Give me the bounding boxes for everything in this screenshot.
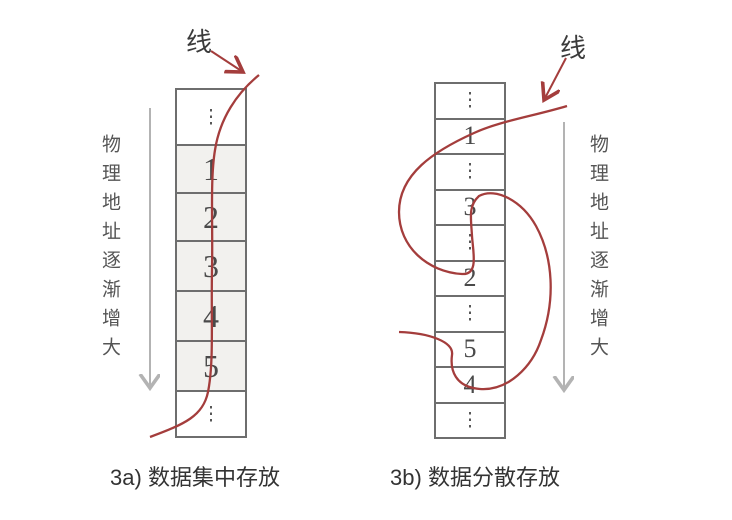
memory-cell-dots: ⋮: [175, 390, 247, 438]
caption-right: 3b) 数据分散存放: [390, 465, 560, 490]
wire-label-left: 线: [186, 27, 213, 57]
axis-label-right: 物理地址逐渐增大: [587, 134, 608, 366]
memory-cell-3: 3: [175, 240, 247, 292]
memory-cell-dots: ⋮: [434, 295, 506, 333]
memory-cell-5: 5: [175, 340, 247, 392]
memory-cell-2: 2: [434, 259, 506, 297]
wire-label-right: 线: [560, 33, 587, 63]
memory-cell-dots: ⋮: [434, 153, 506, 191]
memory-cell-1: 1: [175, 144, 247, 194]
memory-cell-dots: ⋮: [434, 82, 506, 120]
memory-cell-2: 2: [175, 192, 247, 242]
memory-cell-4: 4: [434, 366, 506, 404]
memory-cell-3: 3: [434, 188, 506, 226]
wire-pointer-arrow-left: [210, 50, 243, 72]
memory-cell-5: 5: [434, 330, 506, 368]
memory-cell-4: 4: [175, 290, 247, 342]
memory-cell-dots: ⋮: [434, 224, 506, 262]
caption-left: 3a) 数据集中存放: [110, 465, 280, 490]
memory-column-left: ⋮ 1 2 3 4 5 ⋮: [175, 88, 247, 438]
memory-column-right: ⋮ 1 ⋮ 3 ⋮ 2 ⋮ 5 4 ⋮: [434, 82, 506, 439]
memory-cell-dots: ⋮: [175, 88, 247, 146]
axis-label-left: 物理地址逐渐增大: [99, 134, 120, 366]
memory-cell-1: 1: [434, 117, 506, 155]
memory-cell-dots: ⋮: [434, 401, 506, 439]
